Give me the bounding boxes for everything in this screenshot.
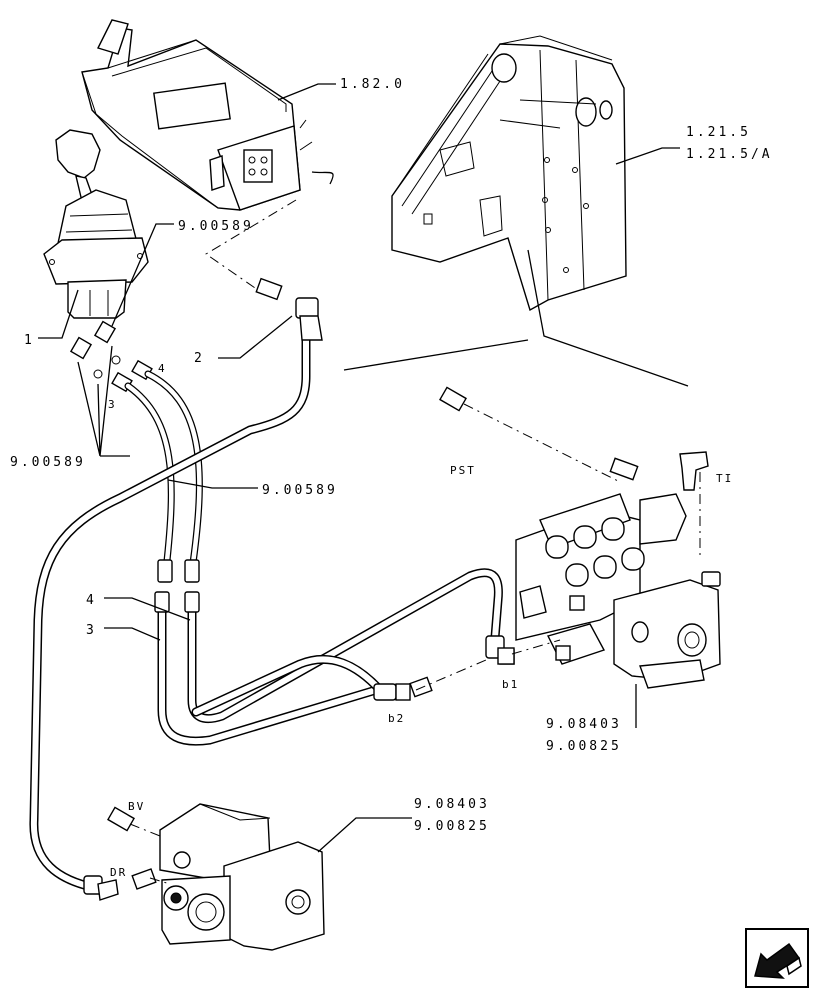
callout-labels: 1.82.0 1.21.5 1.21.5/A 9.00589 1 2 4 3 9… (10, 77, 773, 879)
leader-lines (38, 83, 680, 853)
label-item-2: 2 (194, 351, 205, 366)
label-9-00589-mid: 9.00589 (262, 483, 338, 498)
label-9-08403-a: 9.08403 (546, 717, 622, 732)
boom-frame (391, 35, 627, 312)
label-port-ti: TI (716, 472, 733, 485)
label-port-bv: BV (128, 800, 145, 813)
center-lines (129, 199, 701, 885)
section-line-right (527, 249, 689, 387)
label-9-00589-top: 9.00589 (178, 219, 254, 234)
arrow-icon (754, 942, 802, 979)
label-item-3: 3 (86, 623, 97, 638)
label-9-00589-left: 9.00589 (10, 455, 86, 470)
label-port-dr: DR (110, 866, 127, 879)
label-item-4: 4 (86, 593, 97, 608)
label-1-21-5: 1.21.5 (686, 125, 751, 140)
valve-fittings (439, 386, 709, 665)
label-9-00825-b: 9.00825 (414, 819, 490, 834)
control-valve (515, 493, 721, 689)
label-item-4-small: 4 (158, 362, 167, 375)
label-port-b2: b2 (388, 712, 405, 725)
label-port-b1: b1 (502, 678, 519, 691)
nav-arrow-button[interactable] (745, 928, 809, 988)
label-1-21-5a: 1.21.5/A (686, 147, 773, 162)
console-box (81, 19, 334, 211)
bottom-valve-block (107, 803, 325, 951)
section-line-left (343, 339, 529, 371)
hose-fittings (83, 277, 515, 901)
label-9-00825-a: 9.00825 (546, 739, 622, 754)
label-1-82-0: 1.82.0 (340, 77, 405, 92)
label-item-1: 1 (24, 333, 35, 348)
label-9-08403-b: 9.08403 (414, 797, 490, 812)
hoses (29, 325, 503, 893)
joystick (43, 129, 149, 319)
label-port-pst: PST (450, 464, 476, 477)
label-item-3-small: 3 (108, 398, 117, 411)
